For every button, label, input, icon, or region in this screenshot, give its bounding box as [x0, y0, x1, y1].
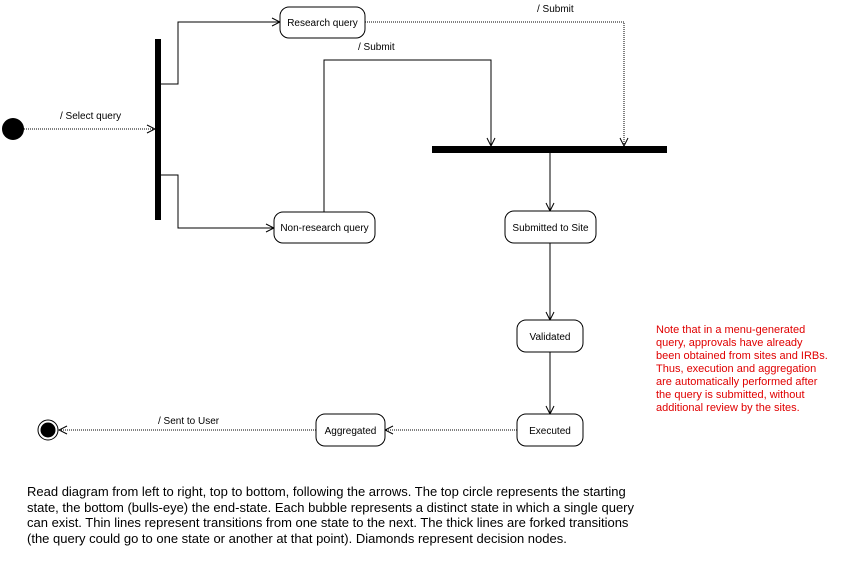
state-label: Validated: [530, 332, 571, 343]
transition-to-research: [161, 22, 280, 85]
join-bar-horizontal: [432, 146, 667, 153]
note-line: the query is submitted, without: [656, 389, 805, 401]
red-note: Note that in a menu-generated query, app…: [656, 324, 856, 415]
legend-line: Read diagram from left to right, top to …: [27, 484, 626, 499]
state-label: Research query: [287, 18, 358, 29]
state-research-query: Research query: [279, 6, 366, 39]
state-validated: Validated: [516, 319, 584, 353]
state-label: Executed: [529, 426, 571, 437]
note-line: Thus, execution and aggregation: [656, 363, 817, 375]
state-aggregated: Aggregated: [315, 413, 386, 447]
note-line: Note that in a menu-generated: [656, 324, 806, 336]
state-executed: Executed: [516, 413, 584, 447]
state-submitted-to-site: Submitted to Site: [504, 210, 597, 244]
state-non-research-query: Non-research query: [273, 211, 376, 244]
state-label: Non-research query: [280, 223, 368, 234]
legend-line: can exist. Thin lines represent transiti…: [27, 515, 629, 530]
note-line: are automatically performed after: [656, 376, 818, 388]
transition-label-select-query: / Select query: [60, 111, 121, 122]
end-state-node: [37, 419, 59, 441]
transition-submit-non-research: [323, 59, 491, 212]
start-state-node: [2, 118, 24, 140]
fork-bar-vertical: [155, 39, 161, 220]
legend-line: state, the bottom (bulls-eye) the end-st…: [27, 499, 635, 515]
note-line: query, approvals have already: [656, 337, 803, 349]
diagram-legend: Read diagram from left to right, top to …: [27, 484, 634, 546]
legend-line: (the query could go to one state or anot…: [27, 530, 567, 546]
transition-label-sent-to-user: / Sent to User: [158, 416, 220, 427]
transition-submit-research: [365, 21, 624, 146]
transition-to-non-research: [161, 174, 274, 228]
note-line: been obtained from sites and IRBs.: [656, 350, 828, 362]
note-line: additional review by the sites.: [656, 402, 800, 414]
state-label: Submitted to Site: [512, 223, 589, 234]
transition-label-submit-non-research: / Submit: [358, 42, 395, 53]
state-label: Aggregated: [325, 426, 377, 437]
transition-label-submit-research: / Submit: [537, 4, 574, 15]
